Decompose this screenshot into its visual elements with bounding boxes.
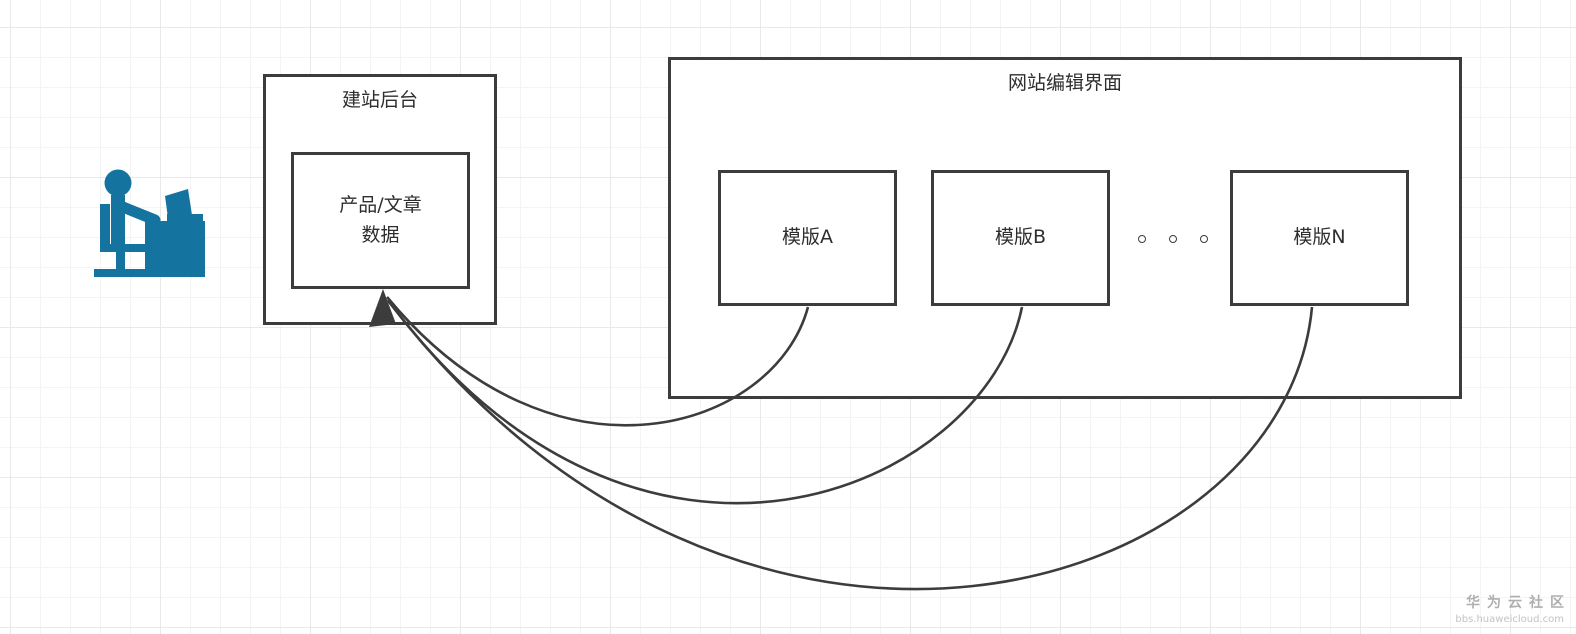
product-article-data-box: 产品/文章 数据 [291, 152, 470, 289]
editor-title: 网站编辑界面 [1007, 72, 1122, 94]
template-n-label: 模版N [1293, 226, 1346, 249]
backend-title: 建站后台 [341, 89, 418, 111]
template-a-label: 模版A [782, 226, 833, 249]
watermark: 华为云社区 bbs.huaweicloud.com [1455, 592, 1564, 625]
template-b-label: 模版B [994, 226, 1047, 249]
ellipsis-dot [1200, 235, 1208, 243]
ellipsis-dot [1169, 235, 1177, 243]
person-at-computer-icon [94, 169, 205, 277]
ellipsis-dot [1138, 235, 1146, 243]
template-b-box: 模版B [931, 170, 1110, 306]
watermark-community-name: 华为云社区 [1466, 595, 1571, 611]
ellipsis-dots [1138, 234, 1208, 244]
watermark-url: bbs.huaweicloud.com [1455, 614, 1564, 625]
template-n-box: 模版N [1230, 170, 1409, 306]
template-a-box: 模版A [718, 170, 897, 306]
product-article-data-label: 产品/文章 数据 [339, 194, 422, 246]
